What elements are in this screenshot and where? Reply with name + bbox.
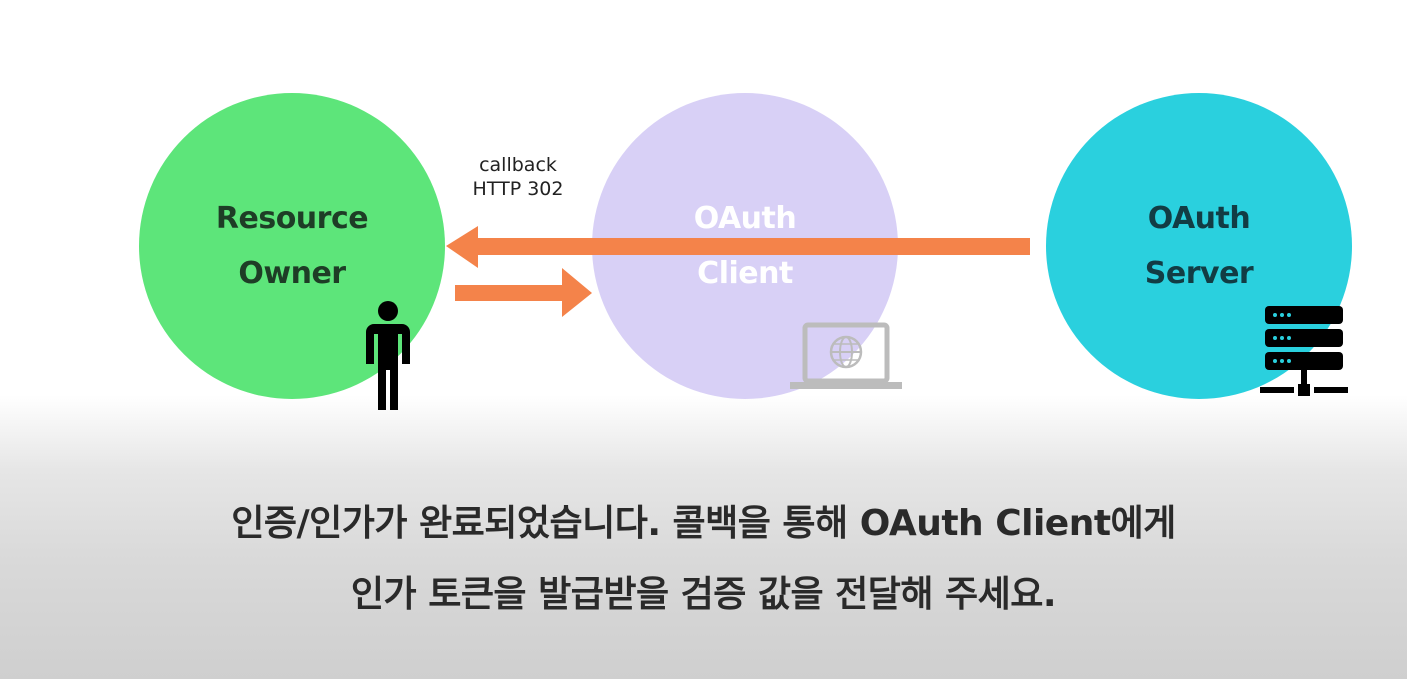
callback-caption-line1: callback (479, 154, 557, 176)
person-icon (366, 301, 410, 410)
server-rack-icon (1260, 306, 1348, 396)
resource-owner-node: Resource Owner (139, 93, 445, 399)
oauth-client-label: OAuth Client (693, 191, 797, 301)
resource-owner-label-line2: Owner (238, 256, 346, 291)
subtitle-line2: 인가 토큰을 발급받을 검증 값을 전달해 주세요. (350, 574, 1057, 615)
laptop-globe-icon (790, 322, 902, 389)
redirect-arrow (455, 268, 592, 317)
oauth-server-label: OAuth Server (1144, 191, 1254, 301)
oauth-server-node: OAuth Server (1046, 93, 1352, 399)
resource-owner-label: Resource Owner (215, 191, 369, 301)
subtitle-line1: 인증/인가가 완료되었습니다. 콜백을 통해 OAuth Client에게 (231, 503, 1176, 544)
resource-owner-label-line1: Resource (215, 201, 369, 236)
oauth-client-label-line1: OAuth (693, 201, 797, 236)
oauth-client-label-line2: Client (697, 256, 793, 291)
oauth-server-label-line2: Server (1144, 256, 1254, 291)
callback-caption-line2: HTTP 302 (472, 178, 564, 200)
oauth-server-label-line1: OAuth (1147, 201, 1251, 236)
callback-caption: callback HTTP 302 (448, 153, 588, 201)
subtitle: 인증/인가가 완료되었습니다. 콜백을 통해 OAuth Client에게 인가… (0, 488, 1407, 630)
callback-arrow (446, 226, 1030, 268)
